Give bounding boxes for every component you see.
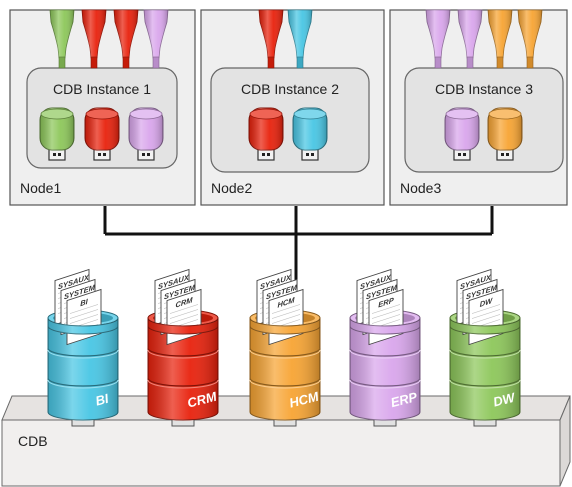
service-funnel-purple xyxy=(143,9,169,69)
service-funnel-purple xyxy=(425,9,451,69)
pdb-label: CRM xyxy=(186,388,219,410)
storage-drive-purple xyxy=(128,107,164,161)
storage-drive-orange xyxy=(487,107,523,161)
pdb-label: HCM xyxy=(288,388,321,410)
cdb-instance-label: CDB Instance 2 xyxy=(241,81,339,97)
node-label: Node3 xyxy=(400,180,441,196)
pdb-label: DW xyxy=(492,389,518,409)
service-funnel-purple xyxy=(457,9,483,69)
storage-drive-purple xyxy=(444,107,480,161)
node-2: Node2 CDB Instance 2 xyxy=(200,9,385,206)
cdb-slab-side xyxy=(559,395,571,487)
storage-drive-cyan xyxy=(292,107,328,161)
pdb-label: BI xyxy=(94,391,111,409)
storage-drive-green xyxy=(39,107,75,161)
service-funnel-green xyxy=(49,9,75,69)
service-funnel-orange xyxy=(517,9,543,69)
service-funnel-red xyxy=(81,9,107,69)
cdb-instance-box xyxy=(210,67,370,173)
service-funnel-red xyxy=(113,9,139,69)
cdb-instance-label: CDB Instance 3 xyxy=(435,81,533,97)
svg-text:DW: DW xyxy=(480,296,493,309)
service-funnel-red xyxy=(258,9,284,69)
storage-drive-red xyxy=(84,107,120,161)
node-1: Node1 CDB Instance 1 xyxy=(9,9,196,206)
node-label: Node2 xyxy=(211,180,252,196)
cdb-container: CDB xyxy=(1,395,571,487)
pdb-label: ERP xyxy=(389,389,419,410)
cdb-slab-front xyxy=(1,419,561,487)
service-funnel-cyan xyxy=(287,9,313,69)
node-label: Node1 xyxy=(20,180,61,196)
svg-text:BI: BI xyxy=(80,297,88,308)
interconnect xyxy=(103,206,494,290)
node-3: Node3 CDB Instance 3 xyxy=(389,9,568,206)
cdb-label: CDB xyxy=(18,433,48,449)
cdb-instance-box xyxy=(404,67,564,173)
cdb-instance-label: CDB Instance 1 xyxy=(53,81,151,97)
service-funnel-orange xyxy=(487,9,513,69)
storage-drive-red xyxy=(248,107,284,161)
